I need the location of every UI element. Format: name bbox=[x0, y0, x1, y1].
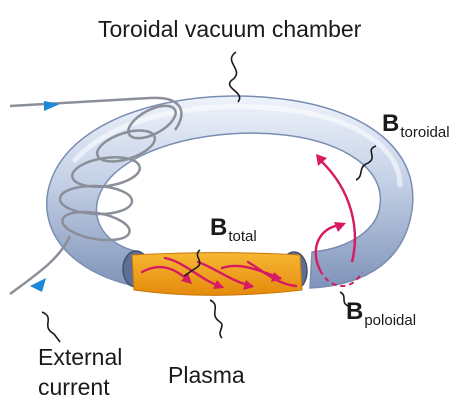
b-poloidal-subscript: poloidal bbox=[364, 312, 416, 329]
coil-current-arrow-bottom bbox=[30, 278, 46, 292]
label-external-line1: External bbox=[38, 346, 122, 369]
label-b-toroidal: Btoroidal bbox=[382, 112, 449, 136]
b-toroidal-symbol: B bbox=[382, 110, 399, 137]
label-b-poloidal: Bpoloidal bbox=[346, 300, 416, 324]
b-total-symbol: B bbox=[210, 214, 227, 241]
b-total-subscript: total bbox=[228, 228, 256, 245]
label-chamber: Toroidal vacuum chamber bbox=[98, 18, 361, 41]
plasma-column bbox=[132, 253, 302, 296]
b-poloidal-symbol: B bbox=[346, 298, 363, 325]
b-toroidal-subscript: toroidal bbox=[400, 124, 449, 141]
label-plasma: Plasma bbox=[168, 364, 245, 387]
label-b-total: Btotal bbox=[210, 216, 257, 240]
label-external-line2: current bbox=[38, 376, 110, 399]
